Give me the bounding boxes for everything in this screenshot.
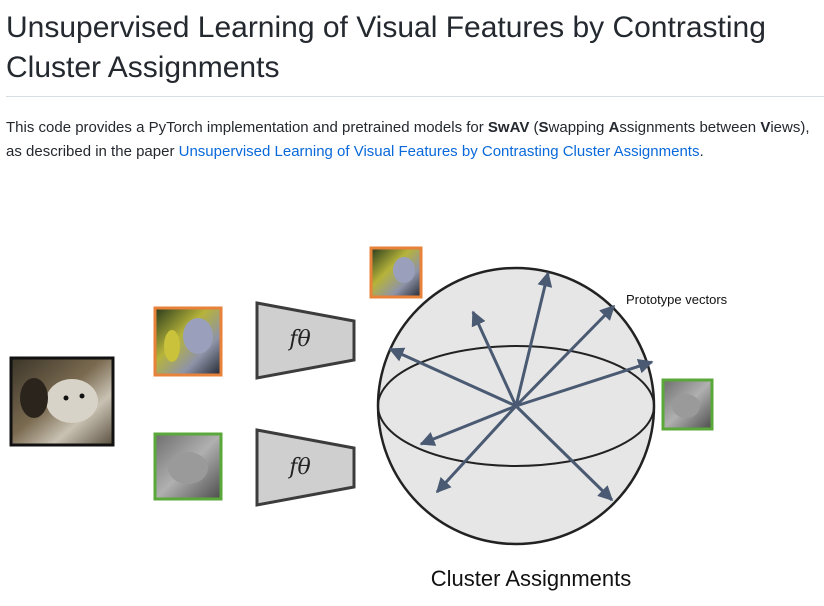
- orange-crop-image: [153, 306, 223, 377]
- vector-arrow: [515, 359, 654, 408]
- page-title: Unsupervised Learning of Visual Features…: [6, 11, 766, 84]
- encoder-bottom-label: fθ: [287, 455, 310, 480]
- encoder-top-label: fθ: [287, 327, 310, 352]
- title-divider: [6, 96, 824, 97]
- prototype-vectors: [388, 271, 654, 502]
- vector-arrow: [514, 304, 616, 408]
- encoder-bottom: fθ: [255, 428, 356, 507]
- acronym-v: V: [760, 119, 771, 136]
- word-ssignments: ssignments between: [619, 119, 761, 136]
- vector-arrow: [419, 404, 517, 446]
- swav-diagram: fθ fθ Prototype vectors Cluster Assignme…: [0, 186, 824, 606]
- word-wapping: wapping: [548, 119, 609, 136]
- vector-arrow: [514, 271, 553, 407]
- description-end: .: [699, 143, 704, 160]
- description-middle: iews), as described in the paper: [6, 119, 810, 160]
- vector-arrow: [388, 347, 517, 408]
- acronym-s: S: [538, 119, 549, 136]
- vector-arrow: [435, 404, 518, 494]
- vector-arrow: [471, 310, 518, 407]
- paper-link[interactable]: Unsupervised Learning of Visual Features…: [178, 143, 700, 160]
- acronym-a: A: [608, 119, 620, 136]
- prototype-vectors-label: Prototype vectors: [626, 292, 728, 307]
- swav-name: SwAV: [487, 119, 530, 136]
- paren-open: (: [529, 119, 539, 136]
- readme-description: This code provides a PyTorch implementat…: [6, 116, 818, 164]
- orange-small-image: [369, 246, 423, 299]
- original-dog-image: [9, 356, 115, 447]
- figure-caption: Cluster Assignments: [431, 566, 632, 591]
- green-crop-image: [153, 432, 223, 501]
- vector-arrow: [514, 404, 614, 502]
- green-small-image: [661, 378, 714, 431]
- encoder-top: fθ: [255, 301, 356, 380]
- description-intro: This code provides a PyTorch implementat…: [6, 119, 488, 136]
